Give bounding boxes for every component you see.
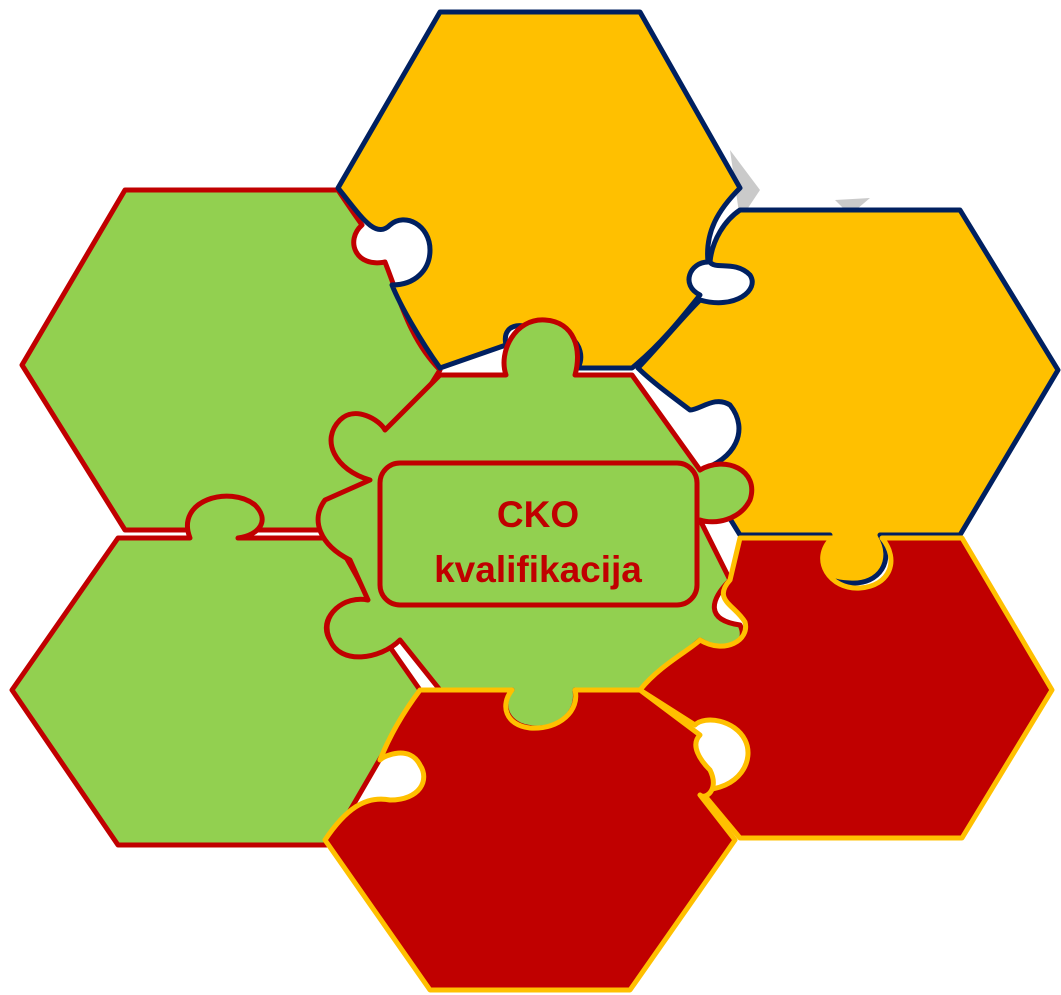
center-label-box [377,460,700,608]
center-label: CKO kvalifikacija [377,460,700,608]
puzzle-piece-lower-right-red [637,535,1055,841]
center-label-line2: kvalifikacija [434,549,642,590]
piece-shadows [730,150,870,220]
puzzle-piece-bottom-red [322,687,738,993]
center-label-line1: CKO [497,494,579,535]
